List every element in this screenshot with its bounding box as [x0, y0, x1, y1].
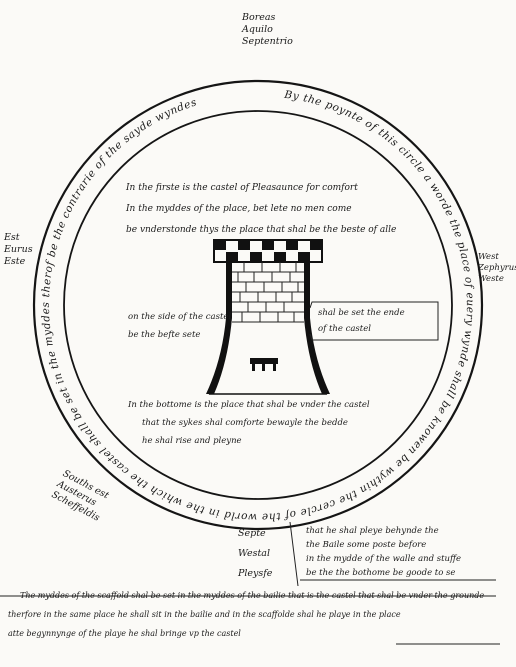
lower-divider	[289, 521, 299, 587]
castle-note-bottom-2: that the sykes shal comforte bewayle the…	[142, 418, 348, 428]
lower-label-1: Septe	[238, 528, 266, 539]
compass-left-2: Eurus	[4, 244, 33, 255]
compass-top: Boreas Aquilo Septentrio	[242, 12, 293, 48]
compass-right: West Zephyrus Weste	[478, 252, 516, 285]
castle-note-right-1: shal be set the ende	[318, 308, 405, 318]
lower-right-2: the Baile some poste before	[306, 540, 427, 550]
compass-right-1: West	[478, 252, 499, 262]
castle-note-left-2: be the befte sete	[128, 330, 201, 340]
footer-text: The myddes of the scaffold shal be set i…	[8, 586, 484, 643]
footer-line-1: The myddes of the scaffold shal be set i…	[20, 591, 485, 600]
ring-text: By the poynte of this circle a worde the…	[40, 89, 476, 524]
compass-top-1: Boreas	[242, 12, 276, 23]
footer-line-2: therfore in the same place he shall sit …	[8, 610, 401, 619]
compass-right-3: Weste	[478, 274, 504, 284]
compass-right-2: Zephyrus	[478, 263, 516, 273]
compass-left-3: Este	[4, 256, 26, 267]
compass-top-3: Septentrio	[242, 36, 293, 47]
lower-label-2: Westal	[238, 548, 271, 559]
castle-note-bottom: In the bottome is the place that shal be…	[128, 396, 370, 450]
castle-note-right: shal be set the ende of the castel	[318, 305, 405, 337]
lower-right-1: that he shal pleye behynde the	[306, 526, 439, 536]
castle-note-top-3: be vnderstonde thys the place that shal …	[126, 225, 397, 235]
castle-note-bracket	[309, 301, 439, 341]
footer-line-3: atte begynnynge of the playe he shal bri…	[8, 629, 241, 638]
ring-text-path: By the poynte of this circle a worde the…	[40, 89, 475, 524]
bed-drawing	[250, 358, 278, 371]
castle-note-top-2: In the myddes of the place, bet lete no …	[126, 204, 352, 214]
compass-top-2: Aquilo	[242, 24, 273, 35]
castle-note-left-1: on the side of the castel	[128, 312, 232, 322]
lower-right-text: that he shal pleye behynde the the Baile…	[306, 524, 461, 580]
castle-note-left: on the side of the castel be the befte s…	[128, 308, 231, 344]
castle-note-top-1: In the firste is the castel of Pleasaunc…	[126, 183, 358, 193]
castle-note-right-2: of the castel	[318, 324, 371, 334]
lower-label-3: Pleysfe	[238, 568, 273, 579]
castle-drawing	[206, 239, 330, 395]
castle-note-bottom-3: he shal rise and pleyne	[142, 436, 242, 446]
lower-left-labels: Septe Westal Pleysfe	[238, 524, 272, 584]
lower-right-3: in the mydde of the walle and stuffe	[306, 554, 462, 564]
castle-note-bottom-1: In the bottome is the place that shal be…	[128, 400, 370, 410]
outer-circle	[32, 79, 484, 531]
inner-circle	[63, 110, 453, 500]
castle-note-top: In the firste is the castel of Pleasaunc…	[126, 178, 396, 241]
compass-left: Est Eurus Este	[4, 232, 33, 268]
lower-right-4: be the the bothome be goode to se	[306, 568, 456, 578]
compass-left-1: Est	[4, 232, 20, 243]
